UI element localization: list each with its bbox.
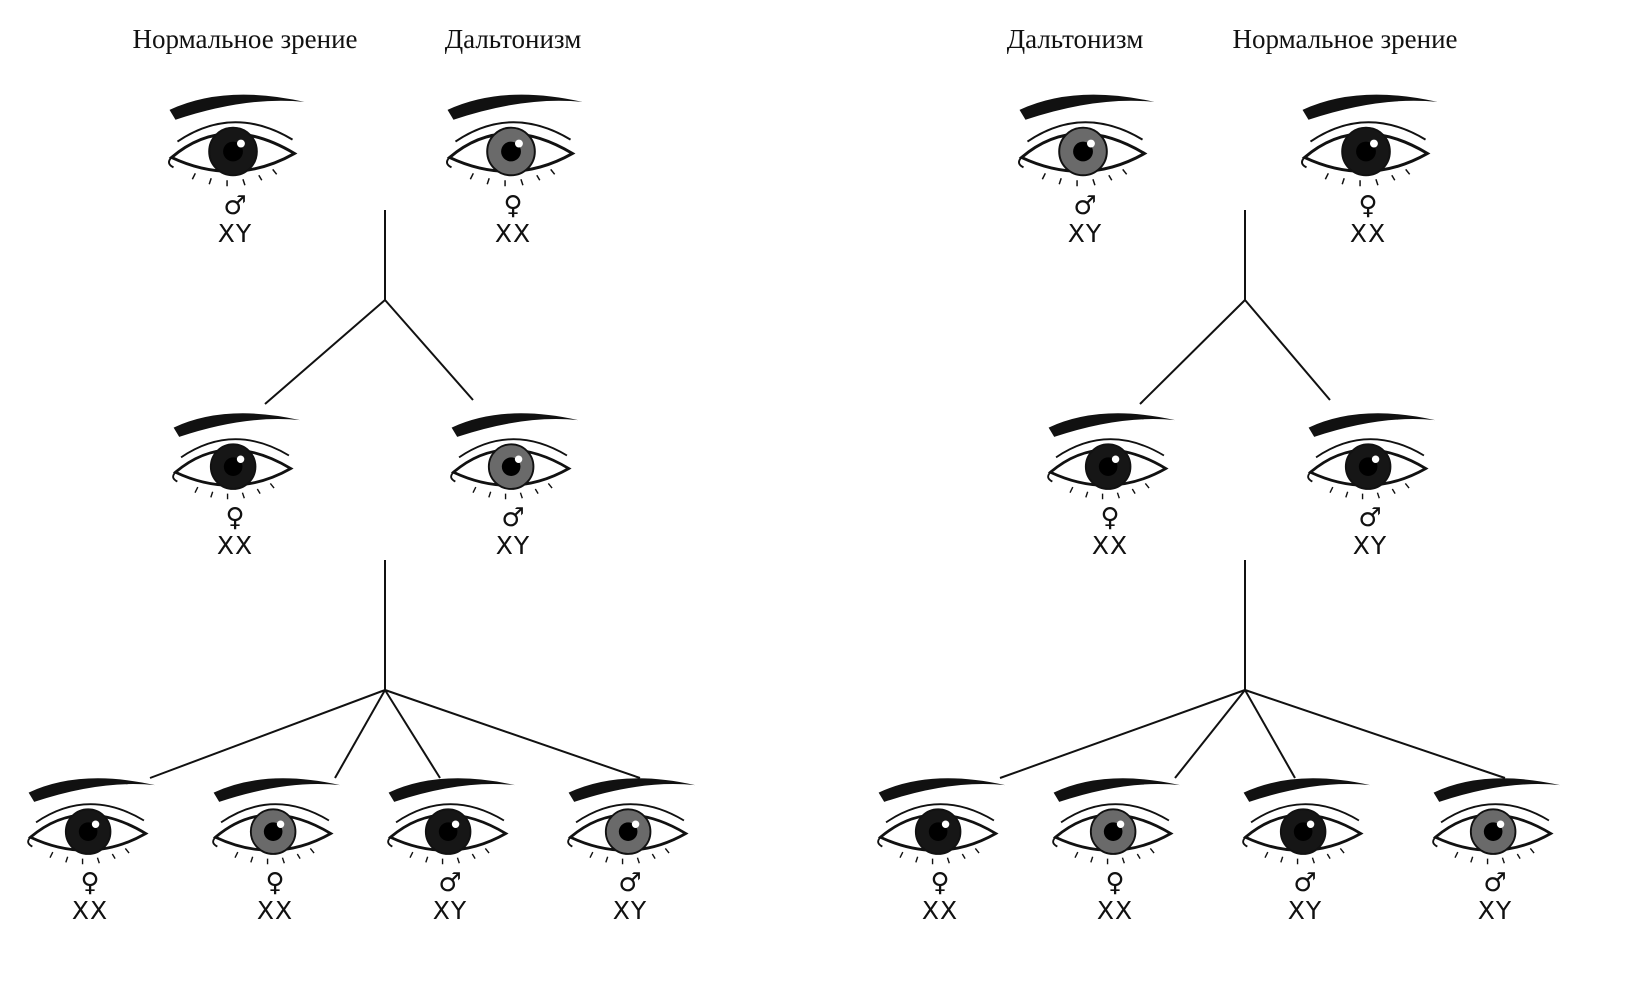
right-tree-grandchild-sex-symbol-2: ♀ — [1105, 867, 1125, 898]
left-tree-grandchild-eye-2 — [212, 777, 341, 864]
right-tree-branch-5 — [1244, 689, 1296, 779]
right-tree-child-genotype-2: XY — [1352, 530, 1388, 560]
right-tree-grandchild-sex-symbol-3: ♂ — [1293, 867, 1317, 898]
left-tree-grandchild-eye-4 — [567, 777, 696, 864]
left-tree-branch-1 — [264, 299, 386, 405]
right-tree-branch-3 — [999, 689, 1246, 779]
right-tree-grandchild-eye-1 — [877, 777, 1006, 864]
left-tree-child-sex-symbol-1: ♀ — [225, 502, 245, 533]
left-tree-parent-sex-symbol-2: ♀ — [503, 190, 523, 221]
left-tree-child-sex-symbol-2: ♂ — [501, 502, 525, 533]
left-tree-grandchild-eye-3 — [387, 777, 516, 864]
right-tree-parent-genotype-1: XY — [1067, 218, 1103, 248]
left-tree-branch-2 — [384, 299, 474, 401]
left-tree-grandchild-sex-symbol-1: ♀ — [80, 867, 100, 898]
right-tree-grandchild-eye-2 — [1052, 777, 1181, 864]
right-tree-parent-sex-symbol-1: ♂ — [1073, 190, 1097, 221]
right-tree-grandchild-sex-symbol-1: ♀ — [930, 867, 950, 898]
right-heading-color-blindness: Дальтонизм — [1006, 24, 1144, 54]
left-tree-parent-eye-1 — [168, 94, 305, 187]
left-tree-child-genotype-1: XX — [216, 530, 254, 560]
right-tree-grandchild-eye-4 — [1432, 777, 1561, 864]
left-tree-grandchild-sex-symbol-4: ♂ — [618, 867, 642, 898]
right-tree-child-eye-2 — [1307, 412, 1436, 499]
right-heading-normal-vision: Нормальное зрение — [1232, 24, 1458, 54]
right-tree-branch-4 — [1174, 689, 1246, 779]
right-tree-branch-2 — [1244, 299, 1331, 401]
right-tree-child-sex-symbol-2: ♂ — [1358, 502, 1382, 533]
left-tree-branch-5 — [384, 689, 441, 779]
right-tree-grandchild-eye-3 — [1242, 777, 1371, 864]
left-tree-branch-4 — [334, 689, 386, 779]
left-tree-grandchild-genotype-2: XX — [256, 895, 294, 925]
right-tree-grandchild-genotype-4: XY — [1477, 895, 1513, 925]
right-tree-grandchild-genotype-3: XY — [1287, 895, 1323, 925]
right-tree-branch-1 — [1139, 299, 1246, 405]
left-tree-grandchild-eye-1 — [27, 777, 156, 864]
left-heading-color-blindness: Дальтонизм — [444, 24, 582, 54]
right-tree-child-sex-symbol-1: ♀ — [1100, 502, 1120, 533]
right-tree-child-genotype-1: XX — [1091, 530, 1129, 560]
right-tree-grandchild-genotype-2: XX — [1096, 895, 1134, 925]
right-tree-parent-genotype-2: XX — [1349, 218, 1387, 248]
right-tree-parent-sex-symbol-2: ♀ — [1358, 190, 1378, 221]
left-tree-grandchild-sex-symbol-2: ♀ — [265, 867, 285, 898]
right-tree-child-eye-1 — [1047, 412, 1176, 499]
left-tree-grandchild-genotype-1: XX — [71, 895, 109, 925]
right-tree-grandchild-genotype-1: XX — [921, 895, 959, 925]
left-tree-child-eye-2 — [450, 412, 579, 499]
left-tree-parent-genotype-1: XY — [217, 218, 253, 248]
left-tree-branch-6 — [384, 689, 641, 779]
right-tree-branch-6 — [1244, 689, 1506, 779]
left-tree-branch-3 — [149, 689, 386, 779]
left-tree-grandchild-sex-symbol-3: ♂ — [438, 867, 462, 898]
left-tree-parent-genotype-2: XX — [494, 218, 532, 248]
right-tree-parent-eye-1 — [1018, 94, 1155, 187]
left-tree-parent-sex-symbol-1: ♂ — [223, 190, 247, 221]
left-tree-parent-eye-2 — [446, 94, 583, 187]
left-tree-grandchild-genotype-4: XY — [612, 895, 648, 925]
right-tree-parent-eye-2 — [1301, 94, 1438, 187]
left-tree-child-genotype-2: XY — [495, 530, 531, 560]
left-heading-normal-vision: Нормальное зрение — [132, 24, 358, 54]
right-tree-grandchild-sex-symbol-4: ♂ — [1483, 867, 1507, 898]
left-tree-child-eye-1 — [172, 412, 301, 499]
left-tree-grandchild-genotype-3: XY — [432, 895, 468, 925]
